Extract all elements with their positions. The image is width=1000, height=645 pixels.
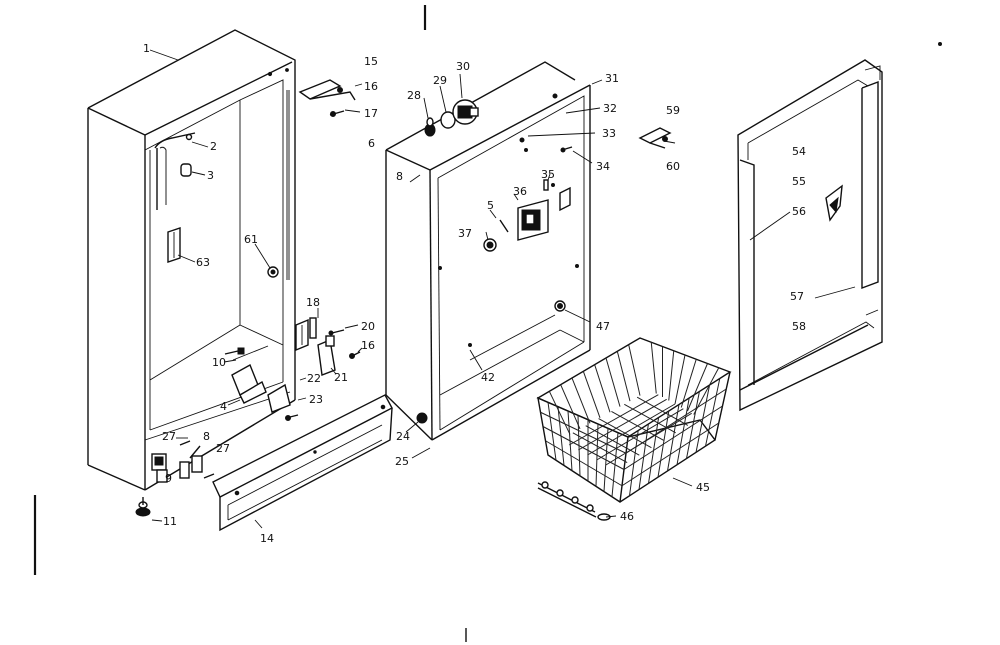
socket-part-37 (483, 238, 497, 252)
callout-33: 33 (602, 127, 616, 140)
callout-17: 17 (364, 107, 378, 120)
callout-1: 1 (143, 42, 150, 55)
screw-part-27b (203, 473, 215, 479)
callout-63: 63 (196, 256, 210, 269)
kick-plate-part-14 (212, 394, 393, 532)
callout-29: 29 (433, 74, 447, 87)
callout-16b: 16 (361, 339, 375, 352)
screw-part-35 (543, 179, 549, 191)
callout-23: 23 (309, 393, 323, 406)
screw-part-34 (560, 146, 573, 153)
bracket-part-22 (267, 383, 291, 413)
dot-mark (938, 42, 942, 46)
liner-shell (385, 61, 591, 441)
callout-3: 3 (207, 169, 214, 182)
thermostat-part-30 (452, 99, 479, 125)
screw-part-17 (329, 110, 345, 117)
foot-part-11 (135, 497, 151, 517)
bulb-part-29 (440, 111, 456, 129)
light-switch-part-36 (517, 199, 549, 241)
callout-57: 57 (790, 290, 804, 303)
screw-part-5 (499, 219, 509, 233)
callout-46: 46 (620, 510, 634, 523)
callout-22: 22 (307, 372, 321, 385)
callout-28: 28 (407, 89, 421, 102)
callout-8b: 8 (203, 430, 210, 443)
callout-45: 45 (696, 481, 710, 494)
leader-lines (149, 49, 856, 529)
callout-16: 16 (364, 80, 378, 93)
callout-9: 9 (165, 472, 172, 485)
callout-21: 21 (334, 371, 348, 384)
callout-55: 55 (792, 175, 806, 188)
callout-25: 25 (395, 455, 409, 468)
top-hinge-part-15 (298, 79, 356, 101)
plug-part-24 (416, 412, 428, 424)
wire-basket-part-45 (536, 337, 732, 503)
screw-part-33 (519, 137, 525, 143)
hinge-plate-part-4 (231, 345, 269, 404)
handle-part-55 (825, 184, 843, 222)
callout-6: 6 (368, 137, 375, 150)
runner-part-46 (537, 481, 611, 521)
callout-56: 56 (792, 205, 806, 218)
callout-8: 8 (396, 170, 403, 183)
callout-11: 11 (163, 515, 177, 528)
callout-58: 58 (792, 320, 806, 333)
callout-61: 61 (244, 233, 258, 246)
callout-5: 5 (487, 199, 494, 212)
bracket-part-63 (167, 227, 181, 263)
callout-34: 34 (596, 160, 610, 173)
hinge-part-21 (317, 335, 336, 376)
callout-30: 30 (456, 60, 470, 73)
callout-10: 10 (212, 356, 226, 369)
screw-part-23 (285, 414, 299, 421)
callout-60: 60 (666, 160, 680, 173)
screw-part-27 (179, 440, 191, 446)
callout-24: 24 (396, 430, 410, 443)
hinge-part-9 (151, 453, 168, 483)
callout-20: 20 (361, 320, 375, 333)
plug-part-61 (267, 266, 279, 278)
callout-18: 18 (306, 296, 320, 309)
screw-part-16b (349, 351, 361, 359)
tube-part-2 (154, 132, 196, 210)
callout-54: 54 (792, 145, 806, 158)
bracket-part-8b (179, 445, 203, 479)
callout-32: 32 (603, 102, 617, 115)
callout-2: 2 (210, 140, 217, 153)
cabinet-shell (87, 29, 296, 491)
clip-part-3 (180, 163, 192, 177)
part-callouts: 1 2 3 63 61 15 16 17 6 18 20 16 21 22 23… (143, 42, 806, 545)
knob-part-28 (424, 117, 436, 137)
callout-42: 42 (481, 371, 495, 384)
callout-14: 14 (260, 532, 274, 545)
callout-27b: 27 (216, 442, 230, 455)
latch-part-59 (638, 127, 672, 149)
callout-27: 27 (162, 430, 176, 443)
screw-part-10 (224, 347, 245, 355)
callout-47: 47 (596, 320, 610, 333)
callout-59: 59 (666, 104, 680, 117)
callout-37: 37 (458, 227, 472, 240)
callout-15: 15 (364, 55, 378, 68)
callout-36: 36 (513, 185, 527, 198)
cap-part-47 (554, 300, 566, 312)
screw-part-20 (328, 329, 345, 336)
callout-31: 31 (605, 72, 619, 85)
door-gasket-frame (737, 59, 883, 412)
callout-4: 4 (220, 400, 227, 413)
callout-35: 35 (541, 168, 555, 181)
hinge-bracket-part-18 (295, 317, 317, 352)
